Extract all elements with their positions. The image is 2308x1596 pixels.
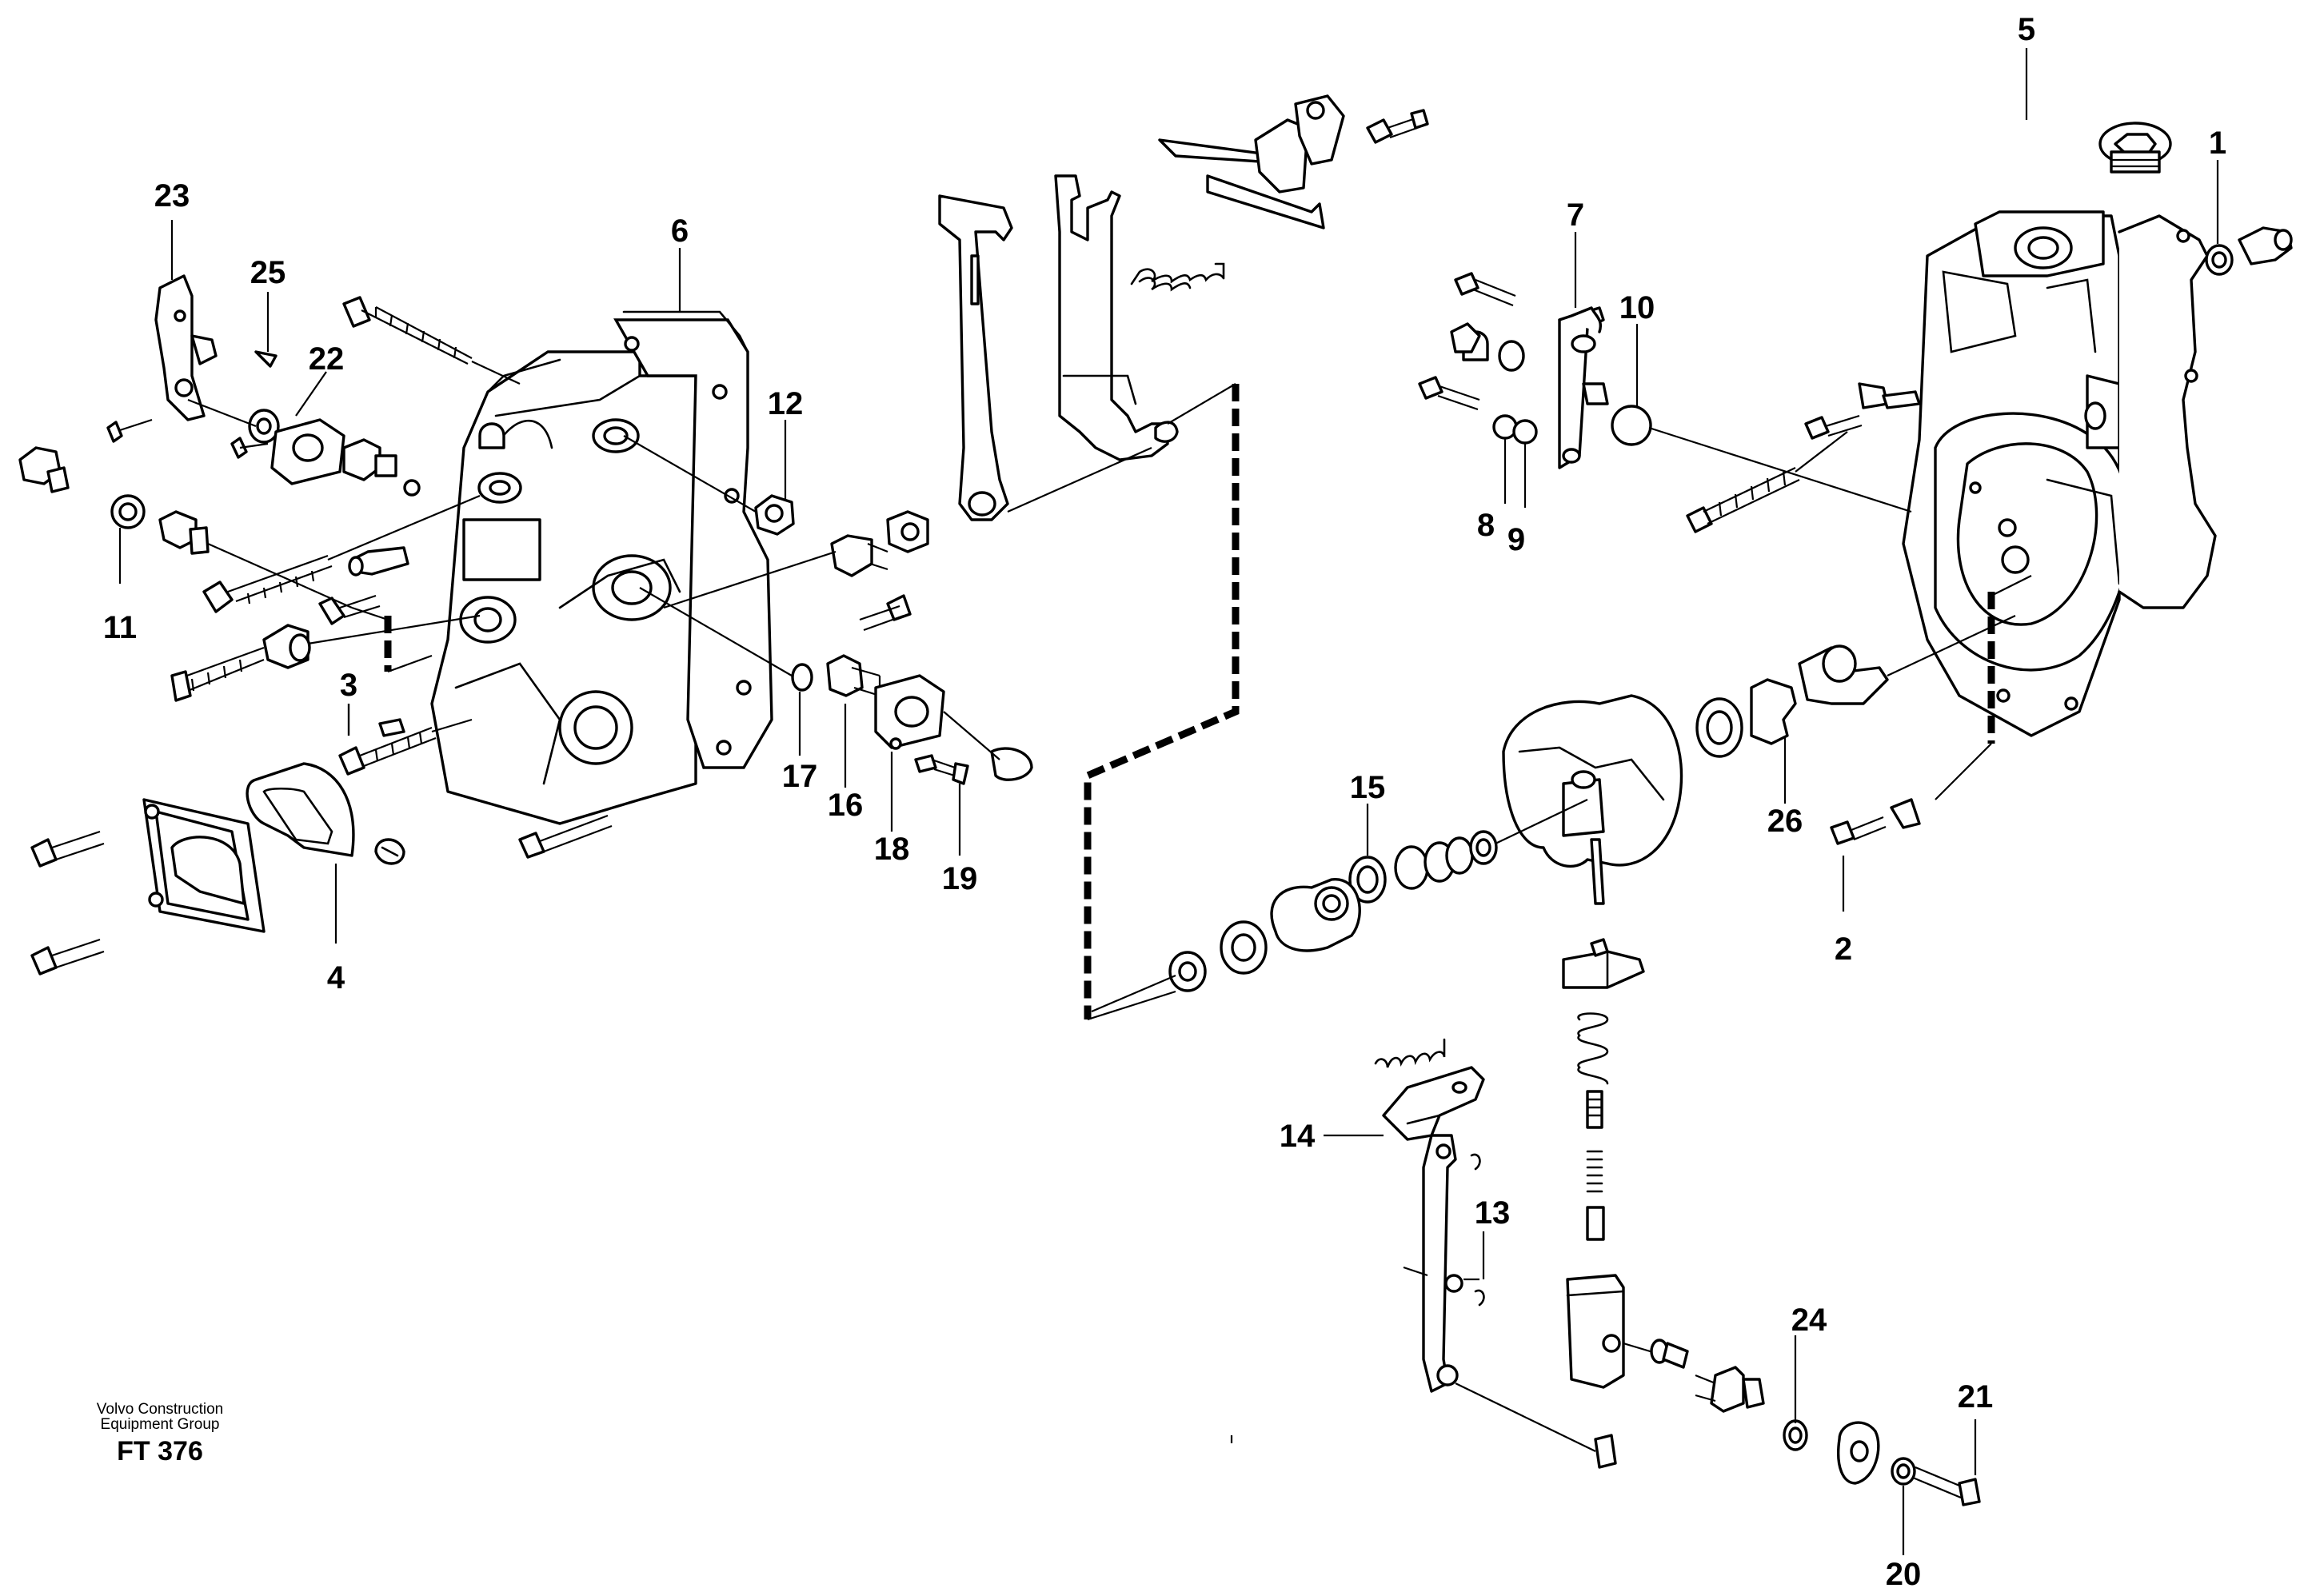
flyweight-assembly <box>1502 694 1683 905</box>
callout-6: 6 <box>671 213 689 249</box>
link-bracket-dashed <box>1084 383 1240 1021</box>
governor-housing <box>1902 210 2132 737</box>
bolt-21 <box>1912 1466 1981 1506</box>
washer-stack-15 <box>1348 799 1588 904</box>
bracket-23 <box>106 274 218 443</box>
fitting-16 <box>639 587 881 697</box>
callout-21: 21 <box>1958 1379 1994 1414</box>
footer-company-line1: Volvo Construction <box>96 1401 224 1418</box>
callout-2: 2 <box>1835 932 1852 967</box>
callout-1: 1 <box>2209 126 2226 161</box>
spring-14 <box>1374 1038 1446 1068</box>
fork-block <box>1566 1274 1664 1389</box>
callout-11: 11 <box>103 610 137 645</box>
union-fitting-22b <box>187 398 421 497</box>
pin-bushing <box>1455 1383 1617 1469</box>
adjust-screw-24 <box>1695 1366 1808 1451</box>
callout-leaders <box>118 48 2219 1555</box>
footer-company-line2: Equipment Group <box>100 1416 220 1433</box>
callout-12: 12 <box>768 386 804 421</box>
key-25 <box>254 350 278 368</box>
pin-bottom <box>1650 1339 1689 1369</box>
callout-3: 3 <box>340 668 357 703</box>
long-bolt-top <box>342 296 521 385</box>
flange-plate-22 <box>230 409 345 485</box>
flange-18 <box>874 674 1033 785</box>
footer-figure-code: FT 376 <box>117 1436 203 1466</box>
callout-9: 9 <box>1507 522 1525 557</box>
lever-arm-13 <box>1403 1134 1485 1393</box>
cover-plate-4 <box>142 762 355 933</box>
callout-25: 25 <box>250 255 286 290</box>
spring-stack-center <box>1577 1012 1609 1241</box>
plug-5 <box>2098 122 2172 174</box>
callout-22: 22 <box>309 341 345 377</box>
plug-bolt-11 <box>18 446 353 609</box>
callout-labels: 1 2 3 4 5 6 7 8 9 10 11 12 13 14 15 16 1… <box>103 12 2226 1592</box>
callout-14: 14 <box>1280 1119 1316 1154</box>
coupling-hub <box>1091 878 1361 1013</box>
callout-7: 7 <box>1567 198 1584 233</box>
callout-13: 13 <box>1475 1195 1511 1231</box>
cover-bolts <box>30 718 613 976</box>
callout-20: 20 <box>1886 1557 1922 1592</box>
callout-17: 17 <box>782 759 818 794</box>
screw-upper-center <box>859 594 912 632</box>
bolts-upper-right <box>1418 272 1921 533</box>
callout-24: 24 <box>1791 1303 1827 1338</box>
callout-19: 19 <box>942 861 978 896</box>
stud-screws-left <box>170 494 481 702</box>
callout-18: 18 <box>874 832 910 867</box>
bracket-7 <box>1450 306 1912 513</box>
housing-gasket <box>2118 214 2217 609</box>
dashed-right <box>1935 575 2032 800</box>
nut-plate-20 <box>1837 1421 1916 1486</box>
spring-top <box>1130 262 1225 292</box>
dashed-short-left <box>351 606 433 673</box>
callout-5: 5 <box>2018 12 2035 47</box>
callout-8: 8 <box>1477 508 1495 543</box>
adjusting-screw <box>663 510 929 609</box>
clip-screw-2 <box>1830 798 1921 845</box>
screw-1 <box>2205 226 2293 276</box>
sleeve-26 <box>1695 615 2016 758</box>
slide-block <box>1562 938 1645 989</box>
callout-16: 16 <box>828 788 864 823</box>
control-lever-assembly <box>938 174 1179 521</box>
bracket-14 <box>1382 1066 1485 1141</box>
callout-23: 23 <box>154 178 190 213</box>
pump-cover-housing <box>430 350 697 825</box>
nut-12 <box>623 435 795 536</box>
callout-10: 10 <box>1619 290 1655 325</box>
callout-26: 26 <box>1767 804 1803 839</box>
callout-15: 15 <box>1350 770 1386 805</box>
callout-4: 4 <box>327 960 345 996</box>
gasket-6 <box>613 310 773 769</box>
bolt-3 <box>338 704 473 776</box>
shaft-lever-top <box>1158 94 1429 229</box>
